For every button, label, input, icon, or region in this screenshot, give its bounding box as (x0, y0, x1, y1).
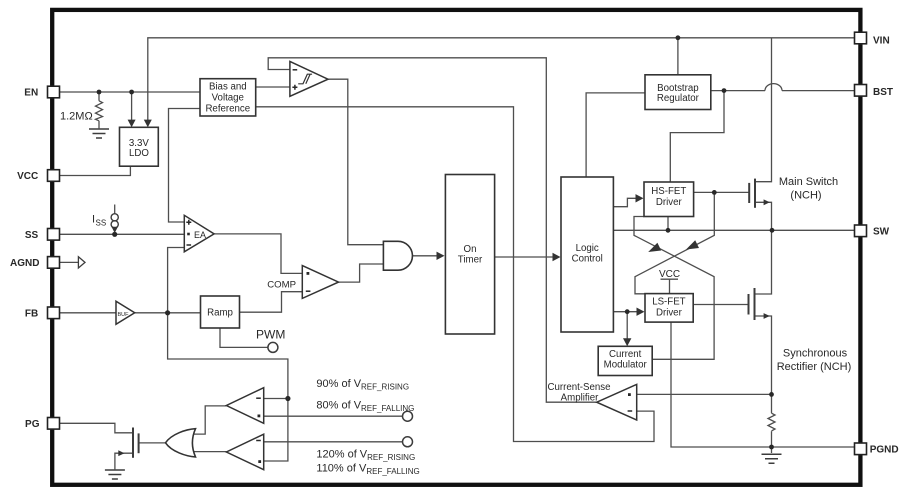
svg-text:1.2MΩ: 1.2MΩ (60, 111, 93, 123)
svg-text:LS-FET: LS-FET (652, 297, 685, 308)
svg-text:COMP: COMP (267, 280, 296, 291)
svg-text:LDO: LDO (129, 148, 149, 159)
svg-text:PGND: PGND (870, 445, 899, 456)
svg-text:BST: BST (873, 87, 893, 98)
svg-text:Reference: Reference (205, 104, 250, 115)
svg-text:VCC: VCC (659, 269, 680, 280)
svg-text:Driver: Driver (656, 307, 683, 318)
svg-text:80% of VREF_FALLING: 80% of VREF_FALLING (316, 400, 414, 414)
svg-text:(NCH): (NCH) (790, 190, 821, 202)
svg-text:Driver: Driver (656, 197, 683, 208)
svg-text:VCC: VCC (17, 171, 38, 182)
svg-text:Bootstrap: Bootstrap (657, 83, 698, 94)
svg-text:Amplifier: Amplifier (561, 393, 599, 404)
svg-text:BUF: BUF (118, 312, 130, 318)
svg-text:Rectifier (NCH): Rectifier (NCH) (777, 361, 852, 373)
svg-text:Control: Control (572, 254, 603, 265)
svg-text:Modulator: Modulator (604, 360, 648, 371)
svg-text:Timer: Timer (458, 254, 483, 265)
svg-text:SS: SS (96, 219, 107, 228)
svg-text:EA: EA (194, 230, 206, 240)
svg-text:120% of VREF_RISING: 120% of VREF_RISING (316, 449, 415, 463)
svg-text:Logic: Logic (576, 243, 599, 254)
svg-text:Main Switch: Main Switch (779, 176, 838, 188)
svg-text:3.3V: 3.3V (129, 138, 149, 149)
svg-text:I: I (92, 214, 95, 226)
svg-text:Current-Sense: Current-Sense (548, 382, 611, 393)
svg-text:PWM: PWM (256, 328, 285, 342)
svg-text:AGND: AGND (10, 258, 39, 269)
svg-text:SW: SW (873, 227, 890, 238)
svg-text:VIN: VIN (873, 36, 890, 47)
svg-text:Synchronous: Synchronous (783, 348, 848, 360)
svg-text:Current: Current (609, 349, 642, 360)
svg-text:SS: SS (25, 230, 39, 241)
svg-text:Ramp: Ramp (207, 307, 233, 318)
svg-text:On: On (464, 244, 477, 255)
svg-text:FB: FB (25, 308, 38, 319)
svg-text:Voltage: Voltage (212, 93, 244, 104)
svg-text:HS-FET: HS-FET (651, 186, 686, 197)
svg-text:110% of VREF_FALLING: 110% of VREF_FALLING (316, 463, 419, 477)
svg-text:PG: PG (25, 419, 40, 430)
svg-text:Bias and: Bias and (209, 82, 247, 93)
svg-text:EN: EN (24, 88, 38, 99)
svg-text:90% of VREF_RISING: 90% of VREF_RISING (316, 378, 409, 392)
svg-text:Regulator: Regulator (657, 93, 700, 104)
